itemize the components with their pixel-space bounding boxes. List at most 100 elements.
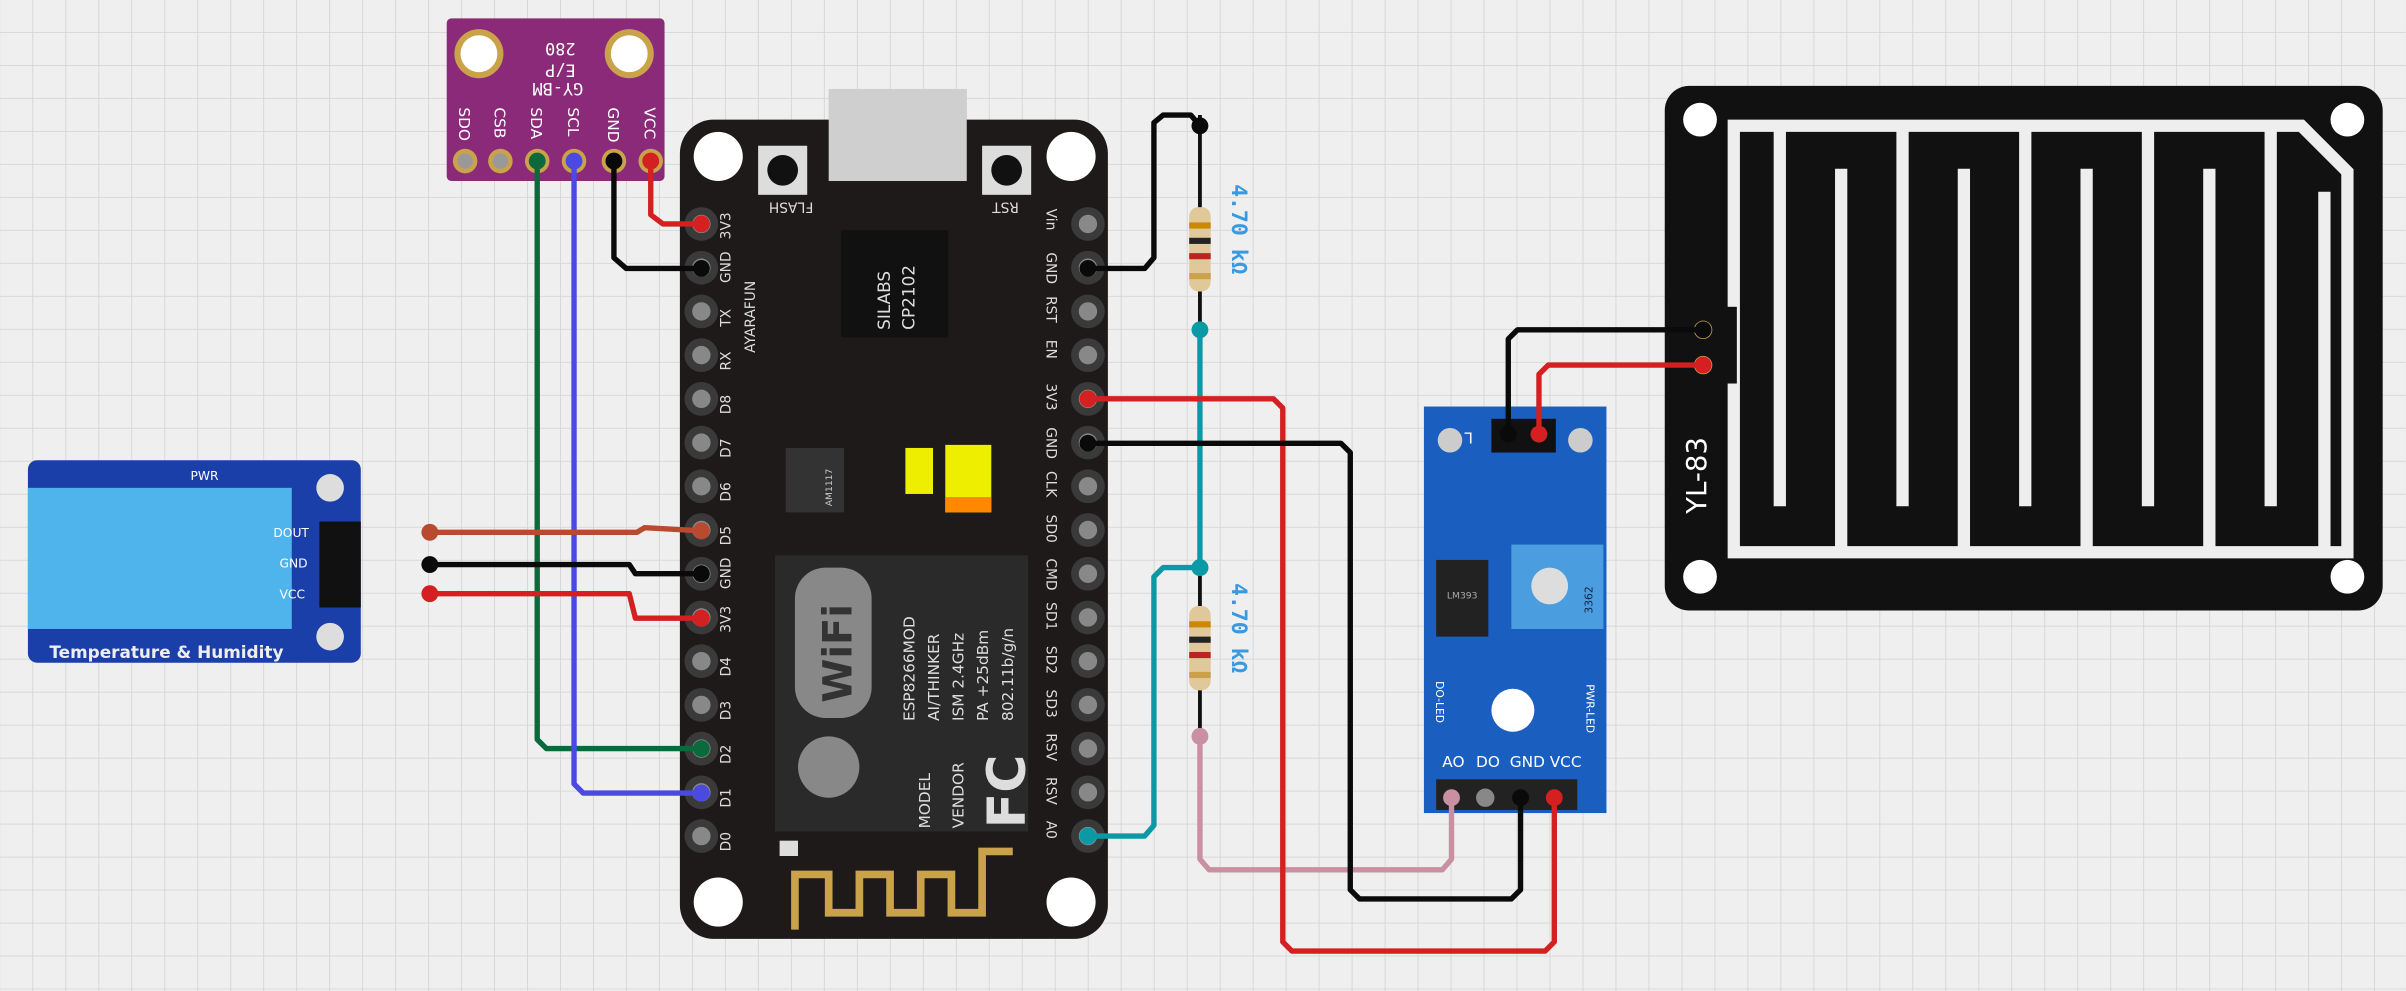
dht-pin-label: GND — [279, 557, 307, 571]
espressif-logo-icon — [798, 736, 860, 798]
wire-endpoint — [692, 784, 710, 802]
wire-endpoint — [1079, 390, 1097, 408]
bmp280-pin-label: SDO — [455, 107, 473, 141]
wire-endpoint — [1512, 789, 1529, 807]
nodemcu-left-pin[interactable] — [692, 477, 711, 496]
black-wire[interactable] — [429, 561, 702, 577]
rain-sensor-module[interactable]: L LM393 3362 DO-LED PWR-LED AO DO GND VC… — [1423, 406, 1607, 814]
model-label: MODEL — [916, 773, 934, 829]
rst-label: RST — [992, 198, 1019, 214]
bmp280-pin-label: VCC — [641, 107, 659, 139]
wire-endpoint — [692, 565, 710, 583]
nodemcu-left-pin[interactable] — [692, 826, 711, 846]
wire-endpoint — [1079, 434, 1097, 452]
nodemcu-left-pin[interactable] — [692, 651, 711, 671]
nodemcu-right-pin[interactable] — [1078, 302, 1098, 321]
nodemcu-right-pin[interactable] — [1078, 739, 1098, 758]
nodemcu-left-pin[interactable] — [692, 695, 711, 715]
wires — [421, 112, 1712, 954]
nodemcu-left-pin[interactable] — [692, 302, 711, 321]
nodemcu-pin-label: D8 — [719, 395, 735, 414]
bmp280-pin-label: CSB — [490, 107, 508, 138]
nodemcu-pin-label: RX — [719, 351, 735, 371]
junction-dot — [1192, 559, 1208, 576]
nodemcu-pin-label: D7 — [719, 439, 735, 458]
dht-pin-label: VCC — [279, 587, 305, 601]
junction-dot — [1192, 322, 1208, 338]
module-line: 802.11b/g/n — [999, 628, 1017, 721]
nodemcu-right-pin[interactable] — [1078, 477, 1098, 496]
bmp280-pin-label: SCL — [564, 107, 582, 136]
dht-sensor[interactable]: PWR DOUT GND VCC Temperature & Humidity — [27, 460, 361, 663]
bmp280-title-c: E/P — [545, 60, 575, 80]
bmp280-title: 280 — [545, 39, 575, 59]
rain-plate-label: YL-83 — [1680, 437, 1713, 515]
nodemcu-pin-label: GND — [1043, 427, 1059, 459]
nodemcu-pin-label: D2 — [719, 745, 735, 764]
rain-pin-label: AO — [1442, 753, 1464, 771]
nodemcu-right-pin[interactable] — [1078, 695, 1098, 715]
nodemcu-board[interactable]: FLASH RST SILABS CP2102 AYARAFUN AM1117 … — [679, 88, 1108, 939]
nodemcu-pin-label: RST — [1043, 296, 1059, 323]
wifi-logo: WiFi — [816, 604, 862, 703]
nodemcu-right-pin[interactable] — [1078, 214, 1098, 234]
nodemcu-pin-label: RSV — [1043, 733, 1059, 761]
wire-endpoint — [1545, 789, 1563, 807]
green-wire[interactable] — [534, 161, 702, 752]
nodemcu-pin-label: GND — [719, 557, 735, 589]
teal-wire[interactable] — [1087, 564, 1200, 839]
nodemcu-pin-label: SD1 — [1043, 602, 1059, 630]
nodemcu-pin-label: SD3 — [1043, 690, 1059, 718]
nodemcu-left-pin[interactable] — [692, 389, 711, 409]
nodemcu-pin-label: D5 — [719, 526, 735, 545]
nodemcu-pin-label: 3V3 — [719, 212, 735, 239]
nodemcu-right-pin[interactable] — [1078, 783, 1098, 802]
resistor-1-label: 4.70 kΩ — [1226, 184, 1251, 274]
nodemcu-pin-label: TX — [719, 308, 735, 327]
nodemcu-pin-label: SD0 — [1043, 515, 1059, 543]
brand-label: AYARAFUN — [743, 281, 759, 353]
nodemcu-pin-label: GND — [719, 251, 735, 283]
bmp280-pin-label: GND — [604, 107, 622, 142]
nodemcu-right-pin[interactable] — [1078, 345, 1098, 365]
pink-wire[interactable] — [1197, 736, 1455, 873]
nodemcu-right-pin[interactable] — [1078, 651, 1098, 671]
nodemcu-pin-label: RSV — [1043, 777, 1059, 805]
nodemcu-right-pin[interactable] — [1078, 520, 1098, 540]
black-wire[interactable] — [611, 161, 702, 272]
module-line: AI/THINKER — [925, 633, 943, 721]
nodemcu-pin-label: CLK — [1043, 471, 1059, 498]
chip-label: SILABS — [874, 271, 894, 330]
wire-endpoint — [1191, 727, 1209, 745]
nodemcu-left-pin[interactable] — [692, 433, 711, 452]
resistor-1[interactable]: 4.70 kΩ — [1189, 115, 1251, 330]
module-line: PA +25dBm — [974, 630, 992, 721]
red-wire[interactable] — [429, 590, 702, 621]
nodemcu-right-pin[interactable] — [1078, 608, 1098, 627]
black-wire[interactable] — [1087, 440, 1524, 902]
nodemcu-pin-label: D6 — [719, 482, 735, 501]
brown-wire[interactable] — [429, 525, 702, 536]
wire-endpoint — [1694, 356, 1712, 374]
nodemcu-left-pin[interactable] — [692, 345, 711, 365]
rain-plate-yl83[interactable]: YL-83 — [1664, 85, 2383, 611]
wire-endpoint — [605, 152, 623, 170]
nodemcu-right-pin[interactable] — [1078, 564, 1098, 583]
chip-label-2: CP2102 — [899, 265, 919, 330]
wire-endpoint — [421, 585, 439, 603]
red-wire[interactable] — [1087, 396, 1557, 954]
wire-endpoint — [692, 260, 710, 277]
red-wire[interactable] — [1536, 362, 1704, 435]
wire-endpoint — [642, 152, 660, 170]
resistor-2[interactable]: 4.70 kΩ — [1189, 567, 1251, 737]
wire-endpoint — [692, 215, 710, 233]
blue-wire[interactable] — [571, 161, 702, 796]
dht-pwr-label: PWR — [191, 469, 220, 483]
module-line: ISM 2.4GHz — [950, 633, 968, 721]
fc-logo: FC — [978, 754, 1038, 828]
black-wire[interactable] — [1505, 327, 1704, 435]
black-wire[interactable] — [1087, 112, 1202, 272]
red-wire[interactable] — [648, 161, 702, 227]
